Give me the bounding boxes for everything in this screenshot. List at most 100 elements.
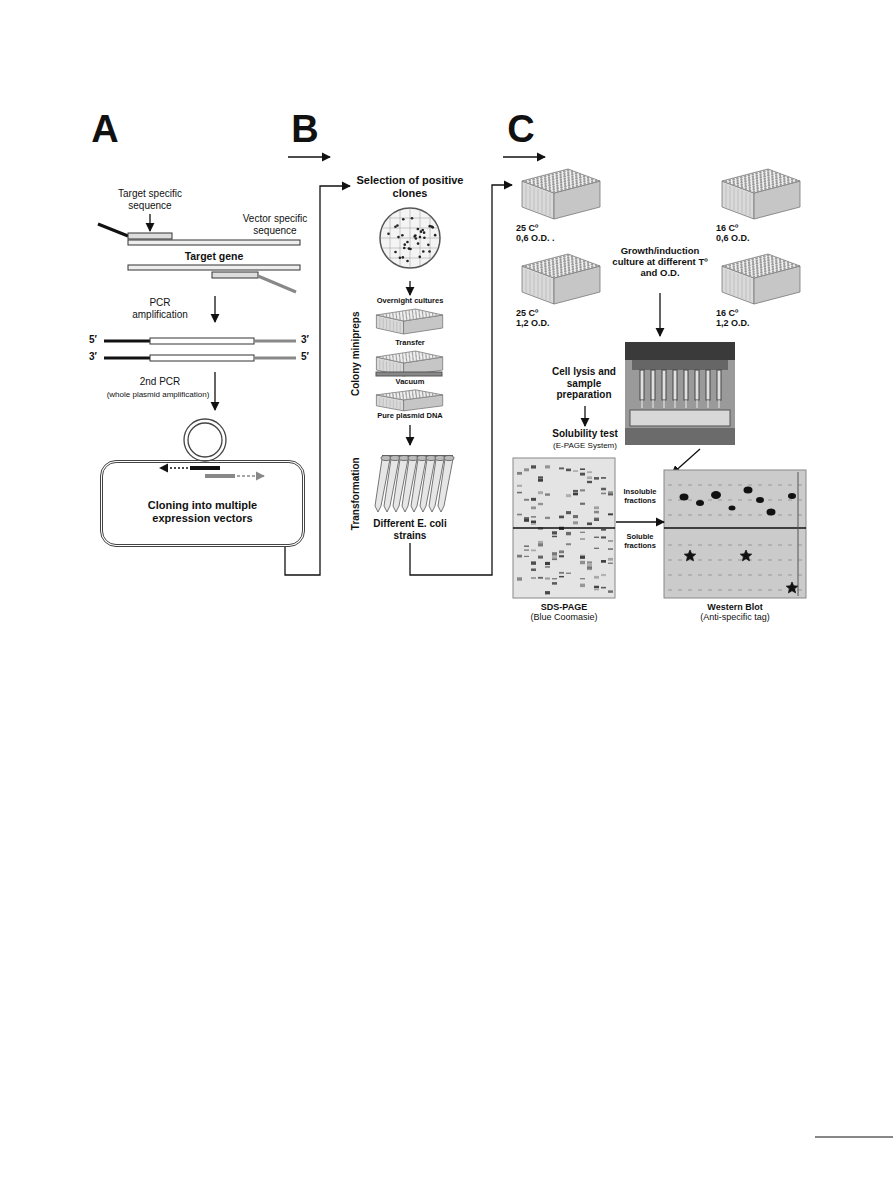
culture-plate xyxy=(579,176,581,178)
culture-plate xyxy=(722,181,754,219)
transfer-plate xyxy=(425,353,426,354)
transfer-plate xyxy=(419,359,420,360)
colony-dot xyxy=(403,247,406,250)
robot-pipette xyxy=(653,400,654,408)
culture-plate xyxy=(763,173,765,175)
culture-plate xyxy=(563,175,565,177)
culture-plate xyxy=(783,265,785,267)
deep-well-block xyxy=(419,317,420,318)
culture-plate xyxy=(775,257,777,259)
culture-plate xyxy=(536,177,538,179)
culture-plate xyxy=(548,179,550,181)
gel-band xyxy=(594,576,599,579)
transfer-plate xyxy=(429,356,430,357)
culture-plate xyxy=(745,188,747,190)
culture-plate xyxy=(567,259,569,261)
transfer-plate xyxy=(399,356,400,357)
gel-band xyxy=(580,532,585,533)
deep-well-block xyxy=(390,320,391,330)
culture-plate xyxy=(556,270,558,272)
culture-plate xyxy=(548,174,550,176)
culture-plate xyxy=(548,182,550,184)
gel-band xyxy=(552,555,557,558)
gel-node: SDS-PAGE(Blue Coomasie) xyxy=(512,458,616,623)
culture-plate xyxy=(772,181,774,183)
culture-plate xyxy=(760,261,762,263)
culture-plate xyxy=(563,170,565,172)
transfer-plate xyxy=(418,353,419,354)
culture-plate xyxy=(760,271,762,273)
culture-plate xyxy=(552,183,554,185)
primer xyxy=(128,233,172,239)
culture-plate xyxy=(764,265,766,267)
culture-plate xyxy=(787,262,789,264)
flow-arrow xyxy=(409,425,410,445)
gel-band xyxy=(531,561,536,564)
culture-plate xyxy=(567,172,569,174)
plasmid-plate xyxy=(386,393,387,394)
blot-star xyxy=(740,550,751,561)
culture-plate xyxy=(760,264,762,266)
culture-plate xyxy=(587,182,589,184)
plate-node: 25 Cº1,2 O.D. xyxy=(512,250,607,329)
culture-plate xyxy=(559,256,561,258)
flow-connector xyxy=(410,185,512,575)
culture-plate xyxy=(556,267,558,269)
culture-plate xyxy=(749,274,751,276)
culture-plate xyxy=(748,177,750,179)
culture-plate xyxy=(776,182,778,184)
culture-plate xyxy=(556,265,558,267)
culture-plate xyxy=(526,185,527,208)
gel-band xyxy=(517,514,522,516)
culture-plate xyxy=(756,175,758,177)
culture-plate xyxy=(760,274,762,276)
gel-band xyxy=(594,518,599,520)
pcr-product xyxy=(104,357,150,360)
culture-plate xyxy=(549,187,551,189)
culture-plate xyxy=(759,256,761,258)
deep-well-block xyxy=(392,314,393,315)
culture-plate xyxy=(545,270,547,272)
gel-band xyxy=(545,517,550,519)
culture-plate xyxy=(541,269,543,271)
transfer-plate xyxy=(415,355,416,356)
culture-plate xyxy=(564,268,566,270)
gel-band xyxy=(573,515,578,518)
gel-band xyxy=(545,562,550,565)
plasmid-plate xyxy=(376,390,442,400)
robot-pipette xyxy=(686,400,687,408)
flow-arrow xyxy=(659,293,660,336)
culture-plate xyxy=(552,176,554,178)
deep-well-block xyxy=(406,318,407,319)
plasmid-plate xyxy=(400,401,401,409)
culture-plate xyxy=(759,259,761,261)
transfer-plate xyxy=(429,355,430,356)
gel-band xyxy=(566,532,571,535)
culture-plate xyxy=(760,179,762,181)
culture-plate xyxy=(560,269,562,271)
robot-pipette xyxy=(697,400,698,408)
transfer-plate xyxy=(412,356,413,357)
gel-band xyxy=(552,582,557,585)
culture-plate xyxy=(768,184,770,186)
gel-band xyxy=(594,506,599,509)
culture-plate xyxy=(772,183,774,185)
culture-plate xyxy=(553,188,555,190)
transfer-plate xyxy=(406,361,407,362)
colony-dot xyxy=(422,250,425,253)
transfer-plate xyxy=(422,354,423,355)
deep-well-block xyxy=(376,309,442,321)
gel-band xyxy=(552,552,557,555)
colony-dot xyxy=(430,225,433,228)
culture-plate xyxy=(733,181,735,183)
culture-plate xyxy=(775,175,777,177)
culture-plate xyxy=(522,181,554,219)
culture-plate xyxy=(748,262,750,264)
transfer-plate xyxy=(415,352,416,353)
transfer-plate xyxy=(409,356,410,357)
transfer-plate xyxy=(412,351,413,352)
transfer-plate xyxy=(432,356,433,357)
culture-plate xyxy=(568,269,570,271)
plasmid-plate xyxy=(395,392,396,393)
robot-pipette xyxy=(717,370,721,400)
